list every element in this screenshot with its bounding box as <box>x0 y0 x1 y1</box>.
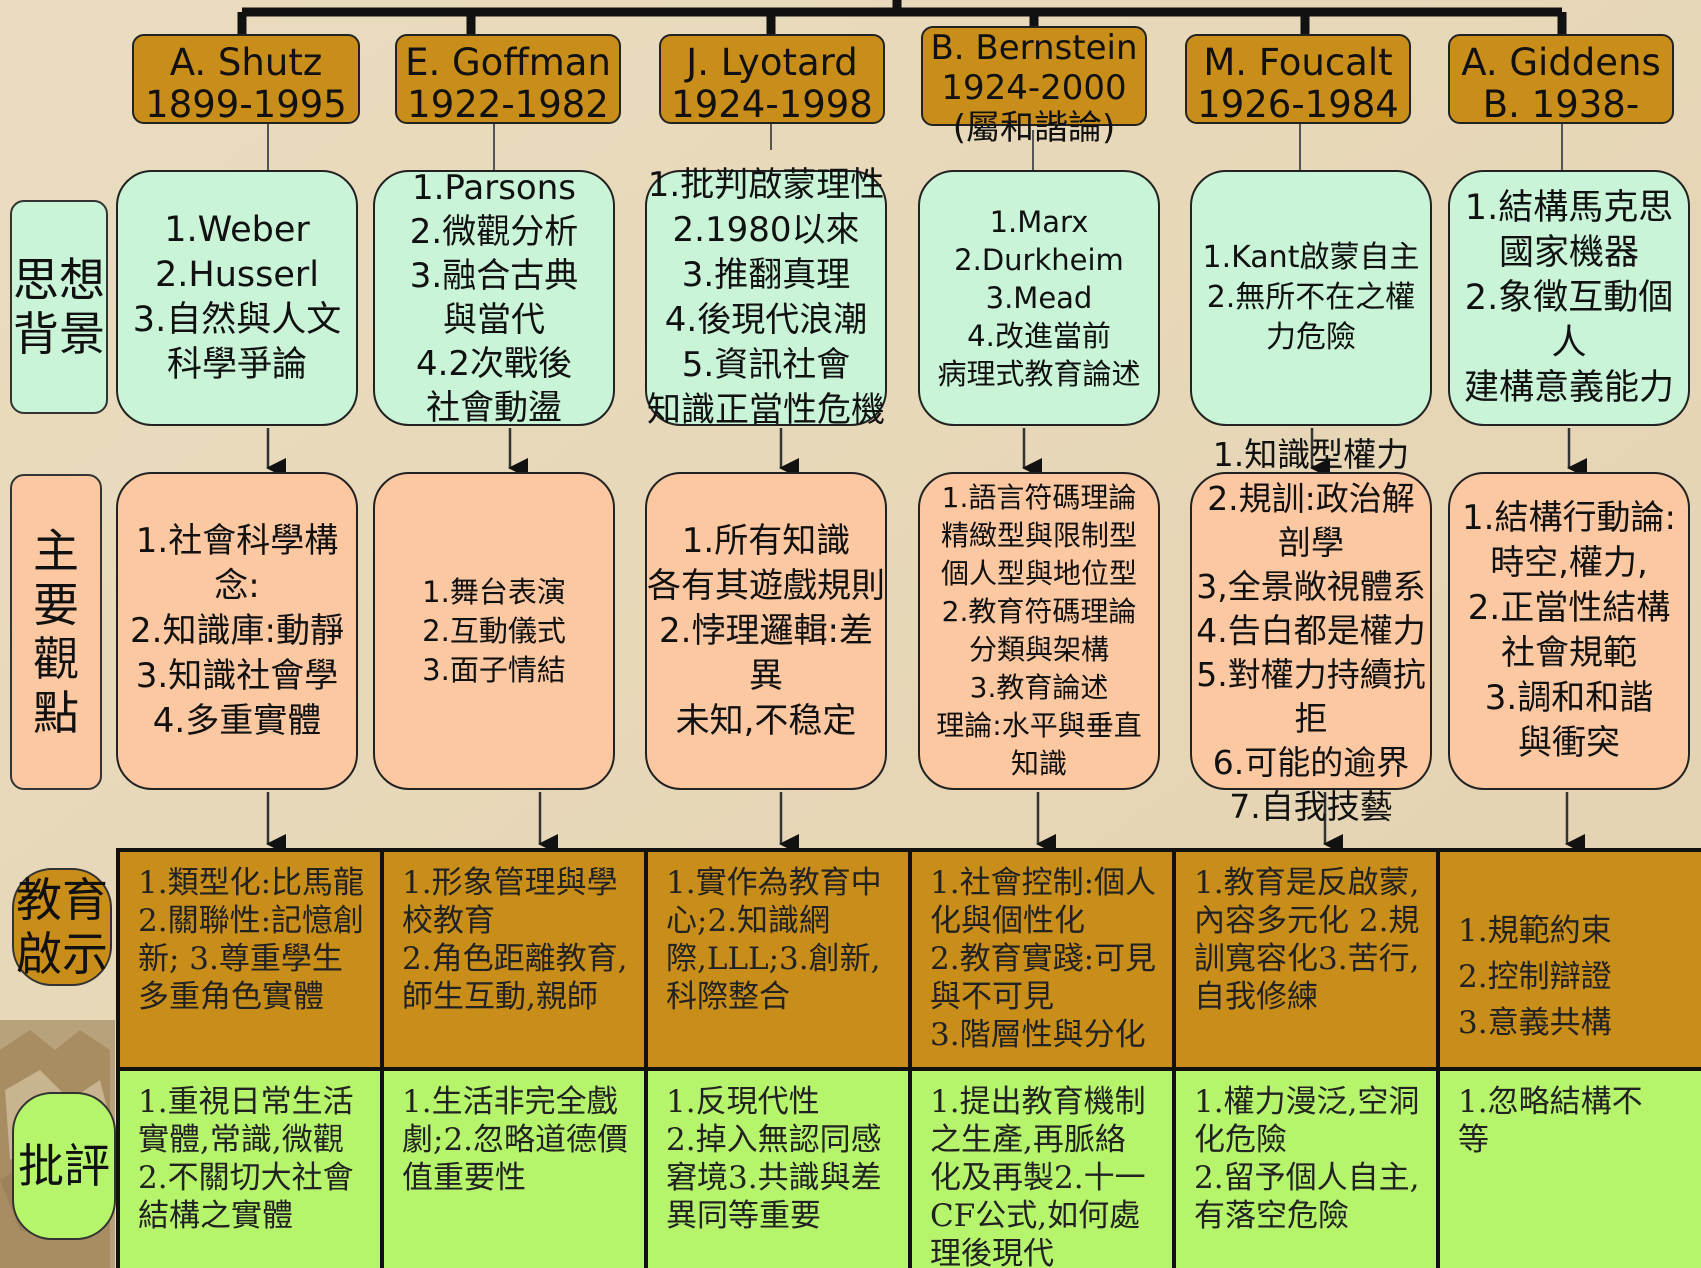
background-box: 1.Kant啟蒙自主 2.無所不在之權 力危險 <box>1190 170 1432 426</box>
critique-cell: 1.提出教育機制 之生產,再脈絡 化及再製2.十一 CF公式,如何處 理後現代 <box>912 1071 1172 1268</box>
viewpoint-box: 1.所有知識 各有其遊戲規則 2.悖理邏輯:差異 未知,不稳定 <box>645 472 887 790</box>
background-box: 1.Weber 2.Husserl 3.自然與人文 科學爭論 <box>116 170 358 426</box>
background-box: 1.Parsons 2.微觀分析 3.融合古典 與當代 4.2次戰後 社會動盪 <box>373 168 615 428</box>
row-label-background: 思想 背景 <box>10 200 108 414</box>
viewpoint-box: 1.知識型權力 2.規訓:政治解剖學 3,全景敞視體系 4.告白都是權力 5.對… <box>1190 435 1432 826</box>
theorist-header: E. Goffman 1922-1982 <box>395 34 621 126</box>
critique-cell: 1.忽略結構不 等 <box>1440 1071 1701 1268</box>
viewpoint-box: 1.社會科學構念: 2.知識庫:動靜 3.知識社會學 4.多重實體 <box>116 472 358 790</box>
critique-cell: 1.重視日常生活 實體,常識,微觀 2.不關切大社會 結構之實體 <box>120 1071 380 1268</box>
education-cell: 1.教育是反啟蒙, 內容多元化 2.規 訓寬容化3.苦行, 自我修練 <box>1176 852 1436 1067</box>
theorist-header: A. Giddens B. 1938- <box>1448 34 1674 126</box>
background-box: 1.結構馬克思 國家機器 2.象徵互動個人 建構意義能力 <box>1448 170 1690 426</box>
viewpoint-box: 1.結構行動論: 時空,權力, 2.正當性結構 社會規範 3.調和和諧 與衝突 <box>1448 472 1690 790</box>
row-label-critique: 批評 <box>12 1092 116 1240</box>
background-box: 1.Marx 2.Durkheim 3.Mead 4.改進當前 病理式教育論述 <box>918 170 1160 426</box>
theorist-header: B. Bernstein 1924-2000 (屬和諧論) <box>921 26 1147 148</box>
education-cell: 1.形象管理與學 校教育 2.角色距離教育, 師生互動,親師 <box>384 852 644 1067</box>
education-cell: 1.實作為教育中 心;2.知識網 際,LLL;3.創新, 科際整合 <box>648 852 908 1067</box>
theorist-header: J. Lyotard 1924-1998 <box>659 34 885 126</box>
row-label-viewpoints: 主要 觀點 <box>10 474 102 790</box>
critique-cell: 1.生活非完全戲 劇;2.忽略道德價 值重要性 <box>384 1071 644 1268</box>
education-cell: 1.類型化:比馬龍 2.關聯性:記憶創 新; 3.尊重學生 多重角色實體 <box>120 852 380 1067</box>
theorist-header: M. Foucalt 1926-1984 <box>1185 34 1411 126</box>
education-cell: 1.社會控制:個人 化與個性化 2.教育實踐:可見 與不可見 3.階層性與分化 <box>912 852 1172 1067</box>
theorist-connectors <box>267 124 1563 170</box>
top-connector <box>237 0 1567 34</box>
row-label-education: 教育 啟示 <box>12 868 112 986</box>
critique-cell: 1.權力漫泛,空洞 化危險 2.留予個人自主, 有落空危險 <box>1176 1071 1436 1268</box>
flow-arrows <box>266 428 1587 854</box>
critique-cell: 1.反現代性 2.掉入無認同感 窘境3.共識與差 異同等重要 <box>648 1071 908 1268</box>
summary-table <box>116 848 1701 1268</box>
viewpoint-box: 1.語言符碼理論 精緻型與限制型 個人型與地位型 2.教育符碼理論 分類與架構 … <box>918 472 1160 790</box>
viewpoint-box: 1.舞台表演 2.互動儀式 3.面子情結 <box>373 472 615 790</box>
background-box: 1.批判啟蒙理性 2.1980以來 3.推翻真理 4.後現代浪潮 5.資訊社會 … <box>645 165 887 430</box>
theorist-header: A. Shutz 1899-1995 <box>132 34 360 126</box>
education-cell: 1.規範約束 2.控制辯證 3.意義共構 <box>1440 852 1701 1067</box>
